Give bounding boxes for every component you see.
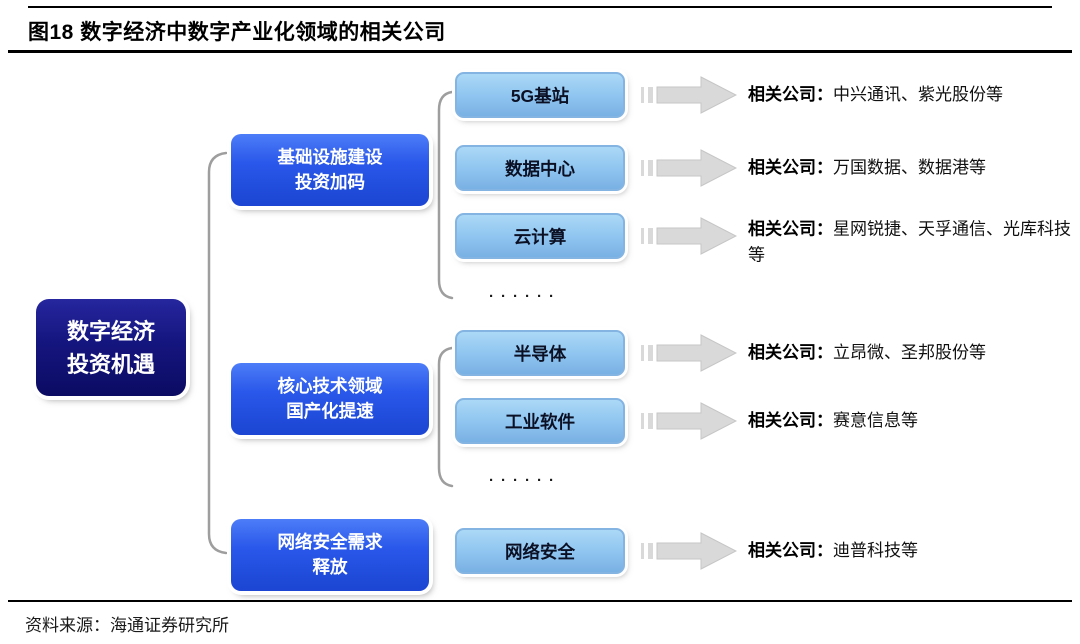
related-companies-names: 立昂微、圣邦股份等	[833, 342, 986, 362]
topic-node-datacenter: 数据中心	[455, 145, 625, 191]
related-companies-row: 相关公司：星网锐捷、天孚通信、光库科技等	[748, 217, 1080, 270]
related-companies-names: 迪普科技等	[833, 540, 918, 560]
ellipsis-dots: ······	[489, 472, 561, 489]
topic-node-semiconductor: 半导体	[455, 330, 625, 376]
branch-label: 基础设施建设 投资加码	[277, 146, 383, 192]
topic-label: 工业软件	[505, 411, 575, 432]
related-companies-row: 相关公司：中兴通讯、紫光股份等	[748, 82, 1080, 108]
bottom-rule	[8, 600, 1072, 602]
topic-node-5g: 5G基站	[455, 72, 625, 118]
branch-label: 核心技术领域 国产化提速	[277, 375, 383, 421]
related-companies-label: 相关公司：	[748, 84, 833, 104]
ellipsis-dots: ······	[489, 288, 561, 305]
related-companies-names: 赛意信息等	[833, 410, 918, 430]
flow-arrow-icon	[641, 149, 737, 187]
root-node: 数字经济 投资机遇	[36, 299, 186, 396]
branch-node-core-tech: 核心技术领域 国产化提速	[231, 363, 429, 435]
related-companies-names: 星网锐捷、天孚通信、光库科技等	[748, 219, 1071, 265]
topic-node-netsec: 网络安全	[455, 528, 625, 574]
related-companies-names: 万国数据、数据港等	[833, 157, 986, 177]
bracket-branch1-to-topics	[437, 90, 454, 300]
related-companies-row: 相关公司：立昂微、圣邦股份等	[748, 340, 1080, 366]
branch-node-network-security: 网络安全需求 释放	[231, 519, 429, 591]
topic-node-industrial-software: 工业软件	[455, 398, 625, 444]
bracket-root-to-branches	[207, 151, 228, 555]
topic-label: 网络安全	[505, 541, 575, 562]
flow-arrow-icon	[641, 217, 737, 255]
related-companies-label: 相关公司：	[748, 157, 833, 177]
topic-label: 云计算	[513, 226, 567, 247]
branch-label: 网络安全需求 释放	[277, 531, 383, 577]
related-companies-label: 相关公司：	[748, 410, 833, 430]
related-companies-names: 中兴通讯、紫光股份等	[833, 84, 1003, 104]
branch-node-infrastructure: 基础设施建设 投资加码	[231, 134, 429, 206]
flow-arrow-icon	[641, 334, 737, 372]
topic-label: 5G基站	[510, 85, 570, 106]
related-companies-row: 相关公司：赛意信息等	[748, 408, 1080, 434]
figure-title: 图18 数字经济中数字产业化领域的相关公司	[28, 21, 446, 44]
related-companies-label: 相关公司：	[748, 540, 833, 560]
top-rule	[28, 6, 1052, 8]
related-companies-row: 相关公司：万国数据、数据港等	[748, 155, 1080, 181]
topic-label: 半导体	[513, 343, 567, 364]
title-rule	[8, 50, 1072, 53]
related-companies-label: 相关公司：	[748, 342, 833, 362]
root-node-label: 数字经济 投资机遇	[66, 318, 155, 377]
related-companies-label: 相关公司：	[748, 219, 833, 239]
bracket-branch2-to-topics	[437, 346, 454, 488]
flow-arrow-icon	[641, 76, 737, 114]
topic-label: 数据中心	[505, 158, 575, 179]
flow-arrow-icon	[641, 402, 737, 440]
topic-node-cloud: 云计算	[455, 213, 625, 259]
related-companies-row: 相关公司：迪普科技等	[748, 538, 1080, 564]
source-note: 资料来源：海通证券研究所	[25, 616, 229, 635]
flow-arrow-icon	[641, 532, 737, 570]
